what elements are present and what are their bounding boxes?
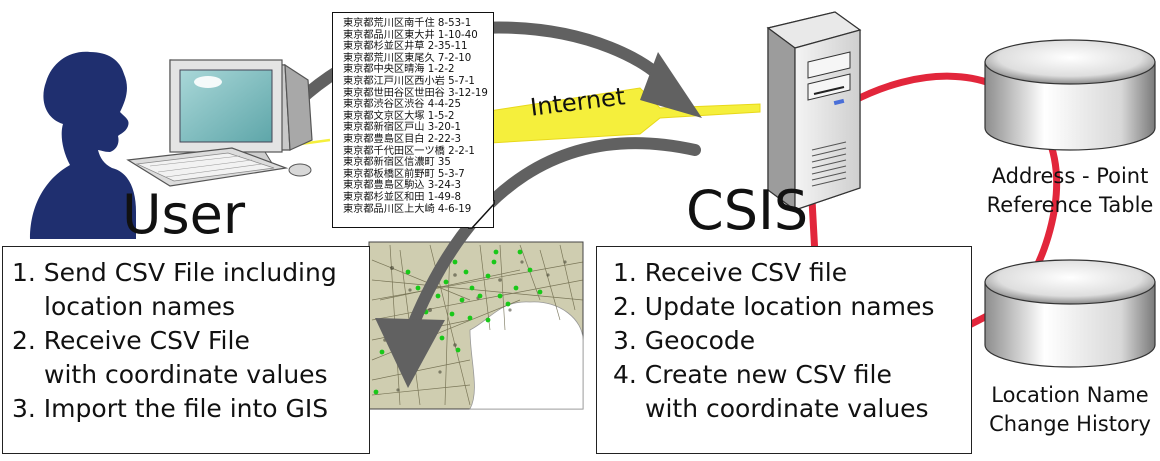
csv-address-line: 東京都渋谷区渋谷 4-4-25	[343, 99, 462, 111]
csv-address-line: 東京都荒川区東尾久 7-2-10	[343, 52, 472, 64]
user-step-1-cont: location names	[44, 292, 236, 321]
return-arrow-head	[375, 318, 445, 388]
location-name-history-db-icon	[984, 259, 1156, 368]
csis-step-4: 4. Create new CSV file	[613, 360, 892, 389]
csv-address-line: 東京都豊島区駒込 3-24-3	[343, 180, 462, 192]
csv-address-line: 東京都板橋区前野町 5-3-7	[343, 168, 465, 180]
csis-label: CSIS	[686, 179, 809, 242]
csv-address-line: 東京都中央区晴海 1-2-2	[343, 64, 455, 76]
csv-address-line: 東京都新宿区戸山 3-20-1	[343, 122, 462, 134]
csv-address-line: 東京都世田谷区世田谷 3-12-19	[343, 87, 488, 99]
csv-address-line: 東京都荒川区南千住 8-53-1	[343, 18, 472, 29]
user-step-2: 2. Receive CSV File	[12, 326, 250, 355]
user-step-2-cont: with coordinate values	[44, 360, 328, 389]
address-point-db-label: Address - Point Reference Table	[975, 162, 1160, 221]
address-point-db-icon	[984, 39, 1156, 151]
user-steps-panel	[2, 246, 370, 454]
computer-icon	[126, 59, 313, 187]
csv-address-line: 東京都杉並区井草 2-35-11	[343, 41, 468, 53]
user-label: User	[122, 183, 246, 246]
return-arrow	[409, 137, 701, 326]
csis-step-4-cont: with coordinate values	[645, 394, 929, 423]
db1-line1: Address - Point	[991, 164, 1149, 188]
csis-step-1: 1. Receive CSV file	[613, 258, 848, 287]
csv-address-line: 東京都杉並区和田 1-49-8	[343, 192, 462, 203]
send-arrow-head	[640, 52, 702, 118]
document-corner-fold	[468, 200, 495, 229]
location-history-db-label: Location Name Change History	[975, 381, 1160, 440]
csis-steps-list: 1. Receive CSV file 2. Update location n…	[613, 256, 934, 426]
csis-step-2: 2. Update location names	[613, 292, 935, 321]
db2-line1: Location Name	[991, 383, 1149, 407]
server-icon	[766, 11, 862, 212]
user-step-1: 1. Send CSV File including	[12, 258, 337, 287]
csv-address-line: 東京都新宿区信濃町 35	[343, 157, 451, 169]
csv-address-line: 東京都品川区上大崎 4-6-19	[343, 203, 472, 215]
csv-address-line: 東京都文京区大塚 1-5-2	[343, 110, 455, 122]
csv-address-line: 東京都千代田区一ツ橋 2-2-1	[343, 145, 475, 157]
db2-line2: Change History	[989, 412, 1151, 437]
csv-address-line: 東京都品川区東大井 1-10-40	[343, 29, 478, 41]
user-silhouette-icon	[30, 51, 136, 239]
csis-step-3: 3. Geocode	[613, 326, 756, 355]
csis-steps-panel	[596, 246, 972, 454]
user-step-3: 3. Import the file into GIS	[12, 394, 329, 423]
user-steps-list: 1. Send CSV File including location name…	[12, 256, 337, 426]
csv-address-line: 東京都江戸川区西小岩 5-7-1	[343, 76, 475, 87]
csv-address-line: 東京都豊島区目白 2-22-3	[343, 134, 462, 145]
db1-line2: Reference Table	[986, 193, 1154, 218]
